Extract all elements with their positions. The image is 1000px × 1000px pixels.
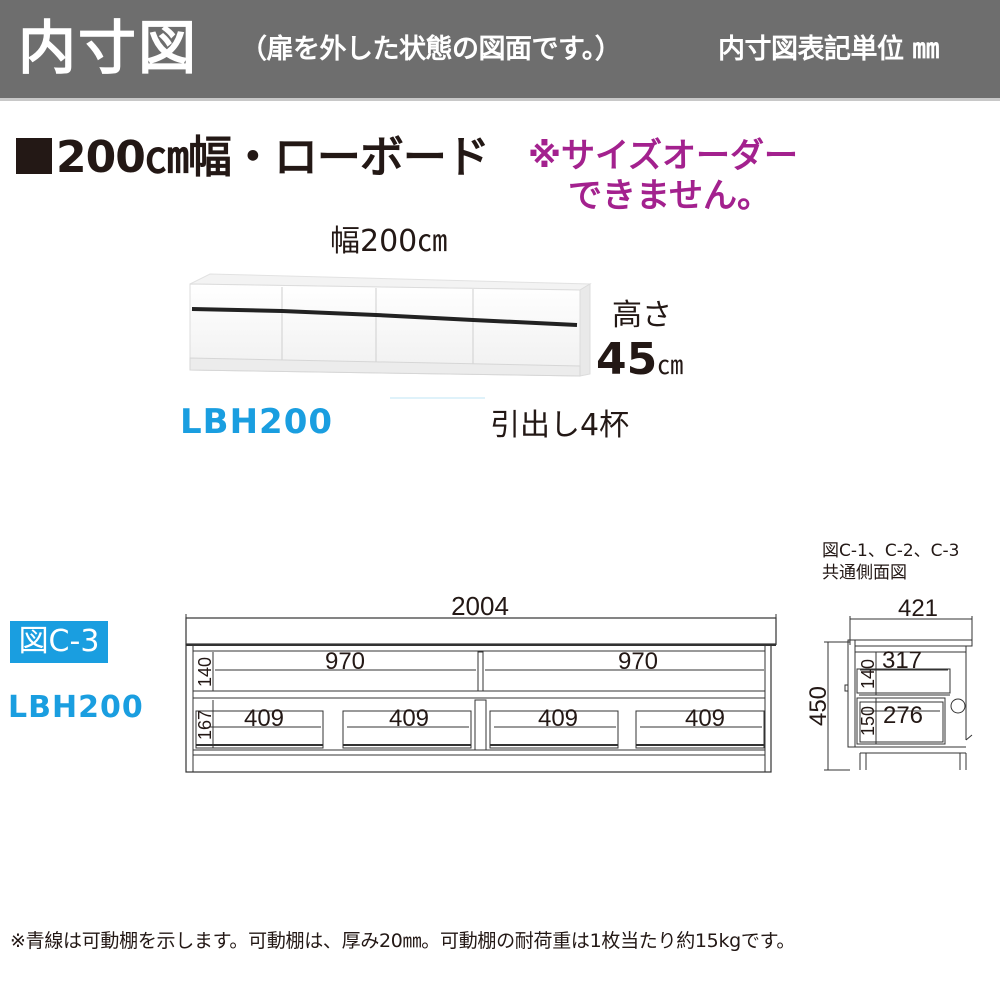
side-view-drawing: 421 450 317 140 276 150 <box>805 595 973 771</box>
side-lower-height-dim: 150 <box>858 706 878 736</box>
size-order-notice-2: できません。 <box>568 176 771 216</box>
header-subtitle: （扉を外した状態の図面です。） <box>240 34 622 65</box>
header-bar <box>0 0 1000 101</box>
front-view-drawing: 2004 970 970 140 409 409 409 40 <box>185 591 777 773</box>
front-view-model: LBH200 <box>8 690 144 725</box>
product-title-text: 200㎝幅・ローボード <box>56 132 490 183</box>
drawer-count-label: 引出し4杯 <box>490 408 630 443</box>
side-depth-dim: 421 <box>898 595 938 622</box>
side-upper-height-dim: 140 <box>858 659 878 689</box>
height-label: 高さ <box>612 298 672 333</box>
footnote: ※青線は可動棚を示します。可動棚は、厚み20㎜。可動棚の耐荷重は1枚当たり約15… <box>10 930 796 952</box>
unit-note: 内寸図表記単位 ㎜ <box>718 34 939 65</box>
side-lower-depth-dim: 276 <box>883 702 923 729</box>
side-upper-depth-dim: 317 <box>882 647 922 674</box>
header-title: 内寸図 <box>18 14 199 82</box>
upper-height-dim: 140 <box>195 657 215 687</box>
drawer-2-width-dim: 409 <box>389 705 429 732</box>
drawer-3-width-dim: 409 <box>538 705 578 732</box>
size-order-notice: ※サイズオーダー <box>528 136 799 176</box>
upper-left-width-dim: 970 <box>325 648 365 675</box>
height-value: 45㎝ <box>596 334 684 385</box>
width-label: 幅200㎝ <box>330 224 448 259</box>
side-height-dim: 450 <box>805 686 832 726</box>
figure-badge: 図C-3 <box>10 621 108 663</box>
drawer-height-dim: 167 <box>195 710 215 740</box>
product-illustration <box>189 273 592 399</box>
drawer-1-width-dim: 409 <box>244 705 284 732</box>
model-number: LBH200 <box>180 402 334 442</box>
upper-right-width-dim: 970 <box>618 648 658 675</box>
square-bullet-icon <box>16 138 52 174</box>
drawer-4-width-dim: 409 <box>685 705 725 732</box>
overall-width-dim: 2004 <box>451 591 509 621</box>
product-title: 200㎝幅・ローボード <box>16 130 490 186</box>
